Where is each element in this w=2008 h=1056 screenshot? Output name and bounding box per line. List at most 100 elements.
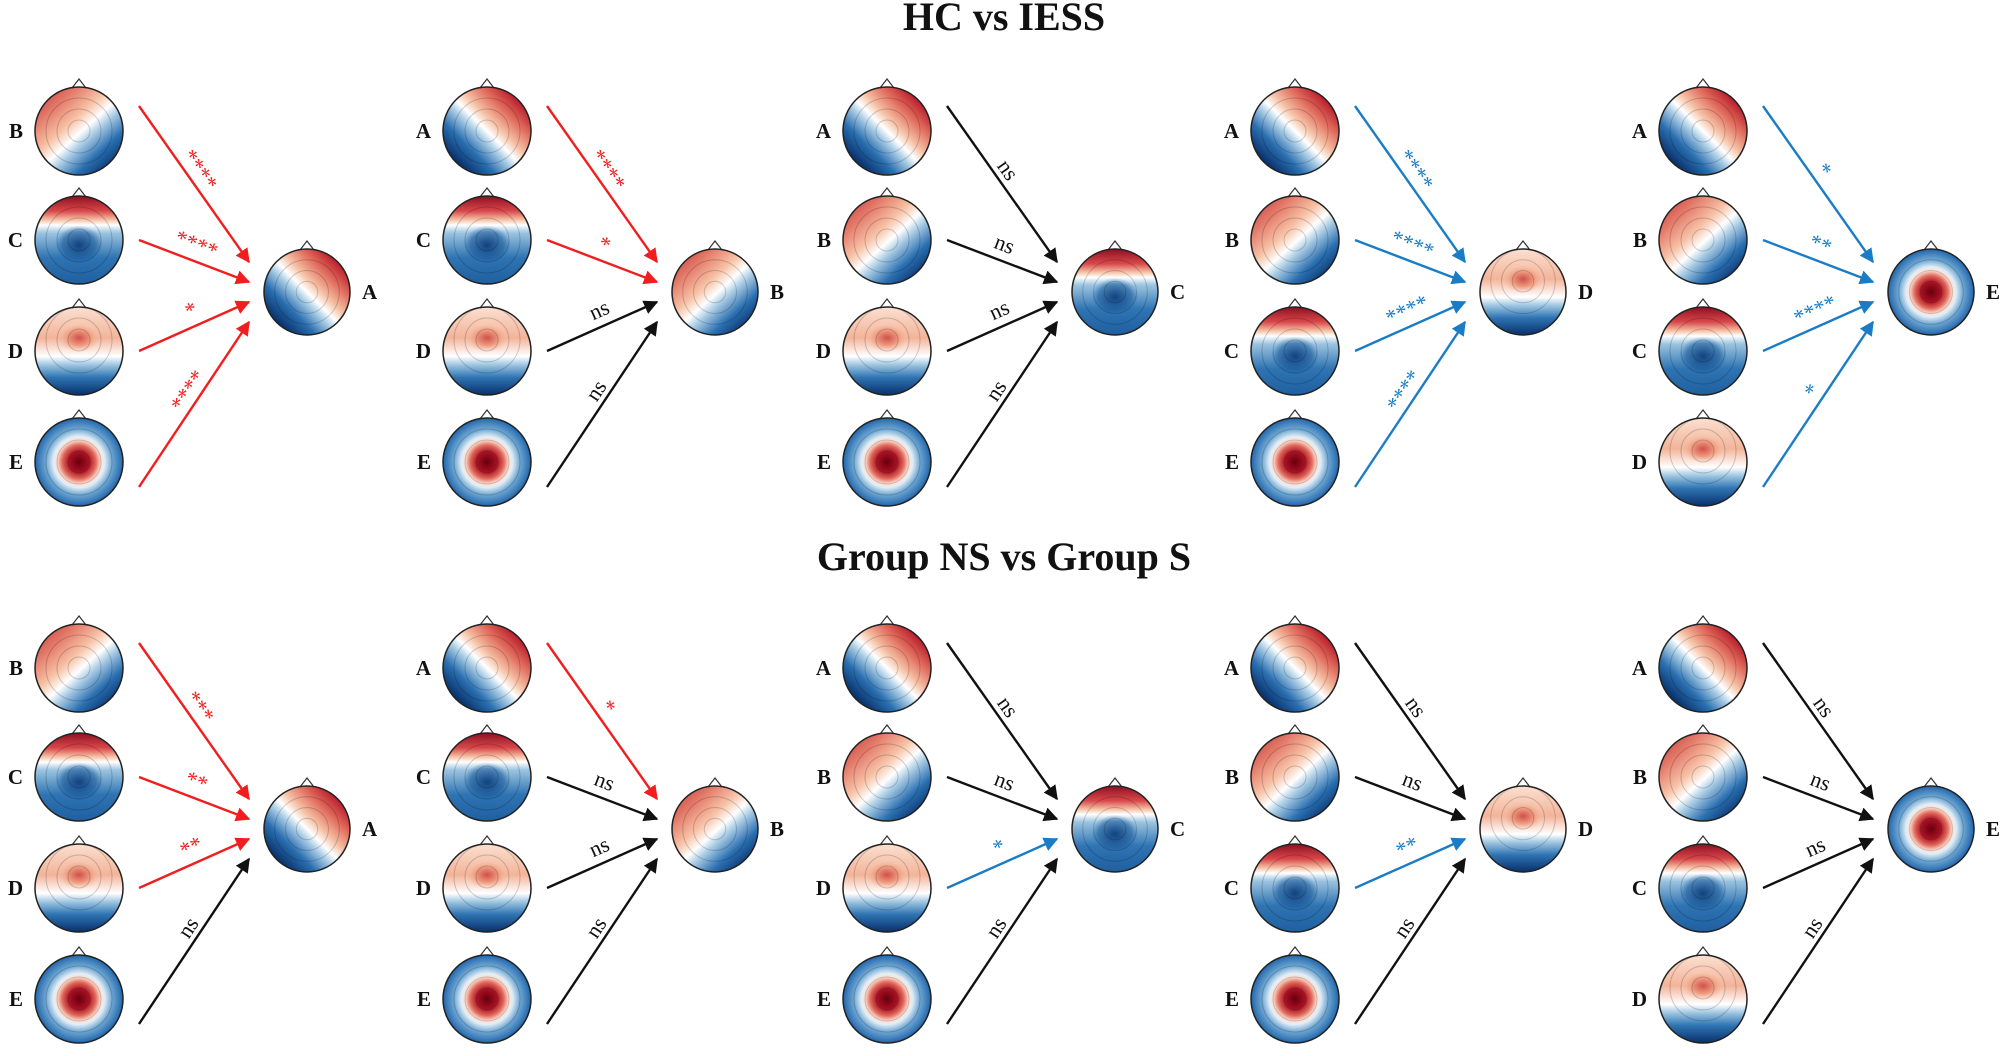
significance-label: ns (585, 831, 613, 862)
significance-label: **** (172, 224, 222, 263)
transition-arrow (946, 837, 1059, 890)
transition-arrow (1354, 775, 1467, 822)
source-label: A (416, 119, 432, 143)
transition-arrow (946, 300, 1059, 353)
significance-label: ns (991, 229, 1018, 259)
target-topomap (1479, 240, 1567, 336)
source-label: A (1632, 119, 1648, 143)
source-topomap (842, 615, 932, 713)
significance-label: ns (1808, 691, 1840, 721)
source-topomap (34, 946, 124, 1044)
transition-arrow (138, 837, 251, 890)
transition-arrow (1354, 238, 1467, 285)
transition-arrow (546, 857, 658, 1025)
source-label: C (8, 765, 23, 789)
source-label: D (816, 876, 831, 900)
significance-label: ns (980, 912, 1012, 942)
transition-arrow (1354, 837, 1467, 890)
significance-label: ns (585, 294, 613, 325)
significance-label: * (181, 296, 201, 323)
source-topomap (1250, 724, 1340, 822)
transition-arrow (946, 320, 1058, 488)
source-label: E (9, 987, 23, 1011)
transition-panel-e: EA*B**C****D* (1632, 78, 2000, 507)
transition-arrow (138, 300, 251, 353)
significance-label: **** (1382, 289, 1432, 330)
transition-arrow (546, 320, 658, 488)
source-topomap (842, 724, 932, 822)
source-topomap (1658, 409, 1748, 507)
transition-arrow (1762, 238, 1875, 285)
significance-label: ** (176, 831, 206, 863)
target-label: E (1986, 817, 2000, 841)
significance-label: * (989, 833, 1009, 860)
source-label: D (416, 876, 431, 900)
source-topomap (34, 835, 124, 933)
source-topomap (1250, 946, 1340, 1044)
significance-label: ns (172, 912, 204, 942)
transition-arrow (1762, 642, 1874, 801)
source-topomap (442, 724, 532, 822)
significance-label: **** (1388, 224, 1438, 263)
source-topomap (442, 946, 532, 1044)
source-label: A (816, 656, 832, 680)
significance-label: ns (1388, 912, 1420, 942)
figure-content: HC vs IESSAB****C****D*E****BA****C*DnsE… (8, 0, 2000, 1044)
source-topomap (34, 187, 124, 285)
source-topomap (1658, 724, 1748, 822)
significance-label: ns (991, 766, 1018, 796)
transition-arrow (1354, 320, 1466, 488)
source-topomap (1250, 615, 1340, 713)
source-topomap (442, 835, 532, 933)
source-topomap (1250, 298, 1340, 396)
target-topomap (263, 777, 351, 873)
transition-arrow (138, 857, 250, 1025)
significance-label: * (595, 695, 622, 718)
significance-label: ns (591, 766, 618, 796)
source-topomap (842, 298, 932, 396)
transition-arrow (1762, 300, 1875, 353)
target-label: A (362, 280, 378, 304)
source-topomap (842, 835, 932, 933)
transition-arrow (946, 238, 1059, 285)
transition-arrow (138, 105, 250, 264)
source-label: C (416, 228, 431, 252)
significance-label: * (1798, 379, 1825, 402)
significance-label: ns (580, 375, 612, 405)
transition-panel-a: AB****C****D*E**** (8, 78, 378, 507)
transition-arrow (138, 238, 251, 285)
transition-arrow (138, 642, 250, 801)
source-topomap (34, 615, 124, 713)
significance-label: ns (1807, 766, 1834, 796)
target-label: B (770, 817, 784, 841)
significance-label: ns (980, 375, 1012, 405)
target-topomap (1071, 240, 1159, 336)
source-label: E (1225, 450, 1239, 474)
source-label: D (416, 339, 431, 363)
source-label: A (416, 656, 432, 680)
source-label: A (1632, 656, 1648, 680)
section-title: HC vs IESS (903, 0, 1105, 39)
transition-arrow (138, 775, 251, 822)
transition-arrow (946, 642, 1058, 801)
transition-arrow (1762, 775, 1875, 822)
transition-arrow (1762, 320, 1874, 488)
significance-label: ns (992, 691, 1024, 721)
significance-label: * (1811, 158, 1838, 181)
source-label: E (417, 987, 431, 1011)
source-label: B (817, 228, 831, 252)
source-label: E (417, 450, 431, 474)
source-topomap (1658, 615, 1748, 713)
significance-label: ns (985, 294, 1013, 325)
transition-arrow (946, 775, 1059, 822)
source-label: C (1224, 339, 1239, 363)
source-topomap (842, 409, 932, 507)
transition-arrow (546, 837, 659, 890)
source-label: A (1224, 656, 1240, 680)
target-label: A (362, 817, 378, 841)
source-topomap (842, 187, 932, 285)
source-topomap (1658, 946, 1748, 1044)
source-label: C (8, 228, 23, 252)
